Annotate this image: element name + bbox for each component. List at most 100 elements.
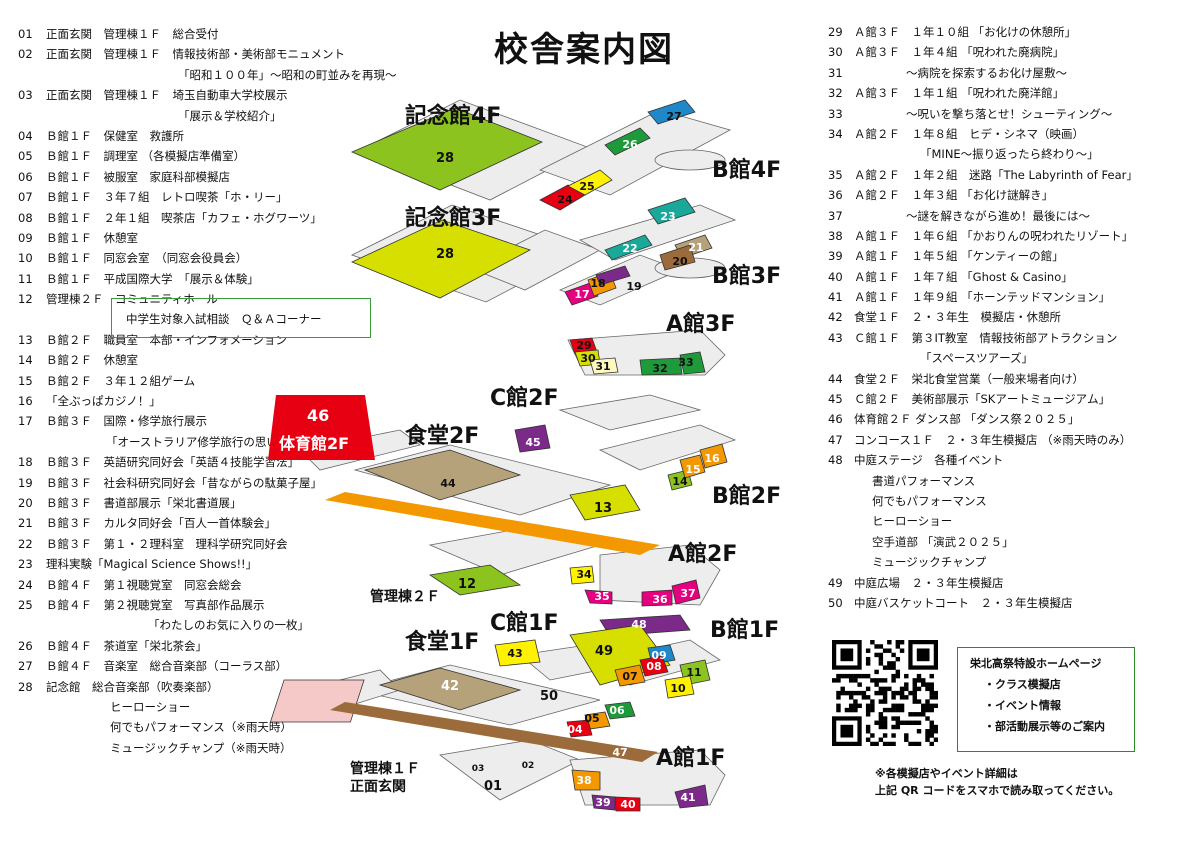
legend-number: 43 (828, 330, 843, 345)
legend-number: 12 (18, 292, 33, 307)
legend-number: 48 (828, 453, 843, 468)
legend-text: 記念館 総合音楽部（吹奏楽部） (46, 679, 219, 694)
svg-text:13: 13 (594, 501, 612, 516)
room-34 (569, 565, 595, 585)
legend-text: Ｂ館２Ｆ 休憩室 (46, 353, 138, 368)
svg-text:31: 31 (595, 360, 610, 373)
svg-text:09: 09 (651, 649, 666, 662)
legend-text: 「オーストラリア修学旅行の思い出」 (106, 434, 301, 449)
legend-text: Ａ館１Ｆ １年６組 「かおりんの呪われたリゾート」 (854, 228, 1134, 243)
legend-number: 13 (18, 332, 33, 347)
legend-text: 中学生対象入試相談 Ｑ＆Ａコーナー (126, 312, 322, 327)
legend-number: 45 (828, 392, 843, 407)
legend-text: Ｂ館３Ｆ 英語研究同好会「英語４技能学習法」 (46, 455, 299, 470)
legend-text: 「展示＆学校紹介」 (178, 108, 282, 123)
qr-code-icon[interactable] (832, 640, 938, 746)
floor-label-b-3f: B館3F (712, 264, 782, 289)
room-10 (664, 675, 695, 699)
legend-text: ～謎を解きながら進め！最後には～ (906, 208, 1090, 223)
legend-number: 17 (18, 414, 33, 429)
svg-text:18: 18 (590, 277, 605, 290)
legend-row: 31 ～病院を探索するお化け屋敷～ (828, 63, 1178, 83)
legend-number: 34 (828, 126, 843, 141)
legend-number: 31 (828, 65, 843, 80)
floor-label-shokudo-2f: 食堂2F (405, 424, 480, 449)
gym-2f-block (268, 395, 375, 460)
legend-number: 24 (18, 577, 33, 592)
legend-text: Ｂ館３Ｆ 第１・２理科室 理科学研究同好会 (46, 536, 288, 551)
legend-text: ミュージックチャンプ (872, 555, 987, 570)
legend-row: ヒーローショー (828, 511, 1178, 531)
legend-number: 44 (828, 371, 843, 386)
legend-text: 何でもパフォーマンス (872, 493, 987, 508)
svg-text:22: 22 (622, 242, 637, 255)
legend-row: 「展示＆学校紹介」 (18, 106, 378, 126)
legend-row: 33～呪いを撃ち落とせ！シューティング～ (828, 104, 1178, 124)
svg-text:42: 42 (441, 679, 459, 694)
legend-row: 書道パフォーマンス (828, 471, 1178, 491)
legend-number: 19 (18, 475, 33, 490)
legend-text: ミュージックチャンプ（※雨天時） (110, 740, 292, 755)
legend-text: Ａ館３Ｆ １年１組 「呪われた廃洋館」 (854, 86, 1065, 101)
room-39 (591, 794, 616, 811)
legend-text: Ｂ館４Ｆ 音楽室 総合音楽部（コーラス部） (46, 659, 288, 674)
room-16 (699, 443, 728, 469)
legend-number: 23 (18, 557, 33, 572)
legend-row: ミュージックチャンプ（※雨天時） (18, 738, 378, 758)
svg-text:26: 26 (622, 138, 638, 151)
legend-number: 04 (18, 128, 33, 143)
room-35 (584, 589, 613, 605)
svg-text:27: 27 (666, 110, 681, 123)
svg-text:02: 02 (522, 761, 535, 771)
legend-text: Ｂ館１Ｆ ２年１組 喫茶店「カフェ・ホグワーツ」 (46, 210, 322, 225)
legend-number: 36 (828, 188, 843, 203)
room-50-court (269, 679, 365, 723)
legend-row: 16「全ぶっぱカジノ！」 (18, 391, 378, 411)
room-numbers: 28 28 24 25 26 27 22 23 21 20 17 18 19 2… (436, 110, 720, 811)
room-08 (639, 655, 669, 677)
legend-number: 42 (828, 310, 843, 325)
room-12 (428, 564, 522, 596)
svg-text:25: 25 (579, 180, 594, 193)
room-07 (614, 664, 646, 687)
svg-text:47: 47 (612, 746, 627, 759)
legend-number: 32 (828, 86, 843, 101)
legend-number: 39 (828, 249, 843, 264)
svg-text:39: 39 (595, 796, 610, 809)
legend-text: 空手道部 「演武２０２５」 (872, 534, 1014, 549)
legend-text: Ａ館１Ｆ １年７組 「Ghost & Casino」 (854, 269, 1073, 284)
legend-text: Ｃ館１Ｆ 第３IT教室 情報技術部アトラクション (854, 330, 1118, 345)
legend-text: ～病院を探索するお化け屋敷～ (906, 65, 1067, 80)
svg-text:17: 17 (574, 288, 589, 301)
svg-text:35: 35 (594, 590, 609, 603)
legend-number: 15 (18, 373, 33, 388)
legend-number: 30 (828, 45, 843, 60)
room-23 (647, 197, 696, 225)
floor-label-a-1f: A館1F (656, 746, 726, 771)
legend-number: 33 (828, 106, 843, 121)
legend-row: 12 管理棟２Ｆ コミュニティホール (18, 289, 378, 309)
room-04 (566, 719, 593, 738)
room-32 (639, 357, 683, 376)
room-17 (564, 282, 599, 306)
legend-text: Ａ館２Ｆ １年２組 迷路「The Labyrinth of Fear」 (854, 167, 1138, 182)
legend-text: 正面玄関 管理棟１Ｆ 情報技術部・美術部モニュメント (46, 47, 345, 62)
svg-text:19: 19 (626, 280, 641, 293)
legend-text: 管理棟２Ｆ コミュニティホール (46, 292, 218, 307)
